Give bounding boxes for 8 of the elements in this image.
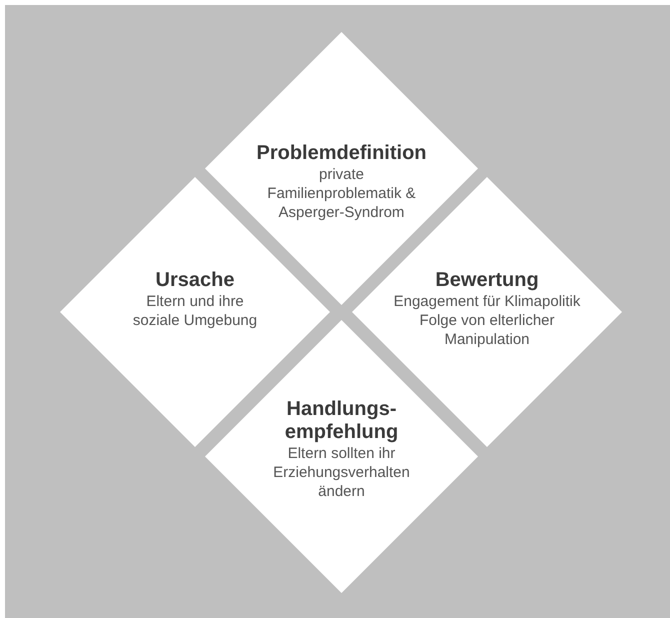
diamond-heading: Ursache: [156, 269, 234, 292]
diamond-heading: Bewertung: [435, 269, 539, 292]
diamond-heading: Handlungs-empfehlung: [284, 398, 400, 444]
diamond-heading: Problemdefinition: [256, 142, 426, 165]
diamond-text: private Familienproblematik & Asperger-Syndrom: [266, 165, 417, 222]
diamond-text: Engagement für Klimapolitik Folge von elterlicher Manipulation: [392, 292, 582, 349]
diamond-text: Eltern sollten ihr Erziehungsverhalten ändern: [272, 444, 411, 501]
diamond-text: Eltern und ihre soziale Umgebung: [132, 292, 258, 330]
